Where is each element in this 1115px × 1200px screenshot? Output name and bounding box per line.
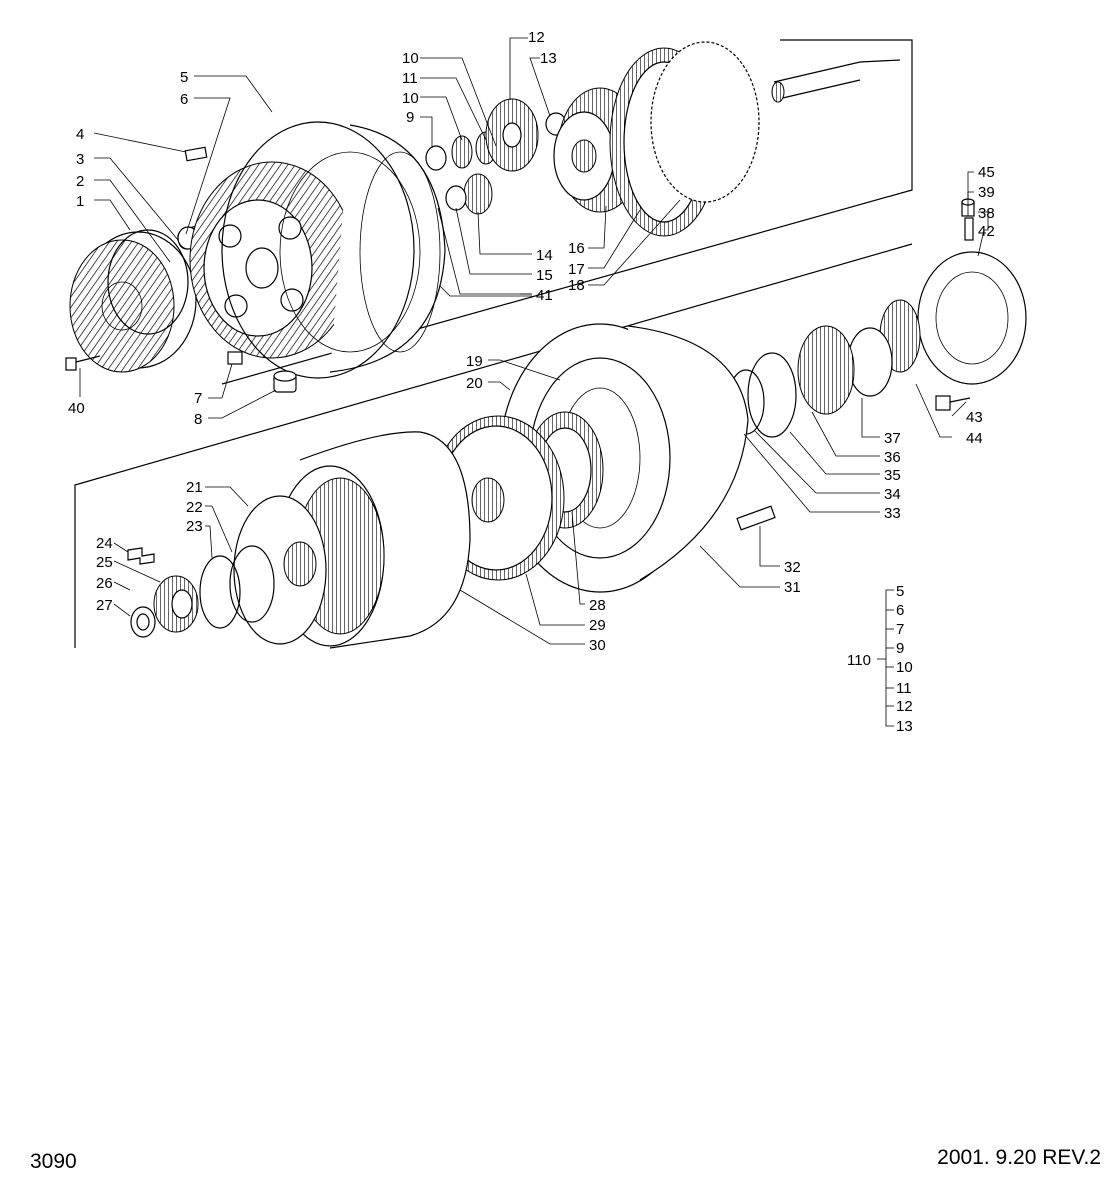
callout-7: 7 <box>194 390 202 407</box>
callout-27: 27 <box>96 597 113 614</box>
part-3-carrier <box>189 161 355 359</box>
callout-39: 39 <box>978 184 995 201</box>
kit-label: 110 <box>847 652 871 669</box>
callout-9: 9 <box>406 109 414 126</box>
callout-26: 26 <box>96 575 113 592</box>
callout-19: 19 <box>466 353 483 370</box>
callout-30: 30 <box>589 637 606 654</box>
part-25-nut <box>153 575 199 633</box>
callout-31: 31 <box>784 579 801 596</box>
part-18-gear-plate <box>650 41 760 203</box>
part-43-bolt <box>935 395 971 411</box>
callout-3: 3 <box>76 151 84 168</box>
part-8-plug <box>273 370 297 393</box>
callout-20: 20 <box>466 375 483 392</box>
callout-4: 4 <box>76 126 84 143</box>
kit-member-13: 13 <box>896 718 913 735</box>
leader-lines <box>79 37 989 645</box>
callout-15: 15 <box>536 267 553 284</box>
part-24-clip <box>127 547 155 565</box>
callout-11: 11 <box>402 70 418 87</box>
callout-1: 1 <box>76 193 84 210</box>
part-9-washer <box>425 145 447 171</box>
part-38-stud <box>964 217 974 241</box>
part-22-ring <box>229 545 275 623</box>
callout-5: 5 <box>180 69 188 86</box>
kit-member-12: 12 <box>896 698 913 715</box>
kit-member-7: 7 <box>896 621 904 638</box>
callout-10a: 10 <box>402 50 419 67</box>
callout-43: 43 <box>966 409 983 426</box>
kit-member-6: 6 <box>896 602 904 619</box>
output-shaft <box>771 59 901 103</box>
part-1-cover <box>69 231 197 373</box>
callout-32: 32 <box>784 559 801 576</box>
part-4-bolt <box>184 146 208 162</box>
lower-section-frame <box>74 243 913 648</box>
part-37-shaft <box>847 299 921 397</box>
callout-23: 23 <box>186 518 203 535</box>
upper-section-frame <box>221 39 913 385</box>
part-7-bolt <box>227 351 243 365</box>
callout-labels: 1234567891010111213141516171819202122232… <box>68 29 995 654</box>
part-40-bolt <box>65 355 101 371</box>
callout-37: 37 <box>884 430 901 447</box>
callout-25: 25 <box>96 554 113 571</box>
callout-12: 12 <box>528 29 545 46</box>
part-36-bearing <box>797 325 855 415</box>
part-5-housing <box>221 121 446 379</box>
part-14-pinion <box>463 173 493 215</box>
callout-18: 18 <box>568 277 585 294</box>
callout-14: 14 <box>536 247 553 264</box>
part-21-flange <box>233 495 327 645</box>
callout-6: 6 <box>180 91 188 108</box>
callout-42: 42 <box>978 223 995 240</box>
part-23-ring <box>199 555 241 629</box>
callout-16: 16 <box>568 240 585 257</box>
kit-bracket <box>877 589 894 727</box>
callout-24: 24 <box>96 535 113 552</box>
page-number: 3090 <box>30 1150 77 1173</box>
callout-8: 8 <box>194 411 202 428</box>
part-32-stud <box>736 505 776 531</box>
callout-2: 2 <box>76 173 84 190</box>
callout-33: 33 <box>884 505 901 522</box>
kit-member-9: 9 <box>896 640 904 657</box>
callout-22: 22 <box>186 499 203 516</box>
callout-17: 17 <box>568 261 585 278</box>
callout-34: 34 <box>884 486 901 503</box>
callout-40: 40 <box>68 400 85 417</box>
kit-member-11: 11 <box>896 680 912 697</box>
callout-29: 29 <box>589 617 606 634</box>
callout-10b: 10 <box>402 90 419 107</box>
callout-44: 44 <box>966 430 983 447</box>
callout-13: 13 <box>540 50 557 67</box>
revision-date: 2001. 9.20 REV.2 <box>937 1146 1101 1169</box>
part-35-ring <box>747 352 797 438</box>
callout-41: 41 <box>536 287 553 304</box>
callout-28: 28 <box>589 597 606 614</box>
callout-21: 21 <box>186 479 203 496</box>
part-27-washer <box>130 606 156 638</box>
callout-36: 36 <box>884 449 901 466</box>
kit-member-10: 10 <box>896 659 913 676</box>
callout-45: 45 <box>978 164 995 181</box>
kit-member-5: 5 <box>896 583 904 600</box>
part-42-wheel-hub <box>917 251 1027 385</box>
part-12-planet-gear <box>485 98 539 172</box>
callout-38: 38 <box>978 205 995 222</box>
callout-35: 35 <box>884 467 901 484</box>
part-2-ring <box>107 229 189 335</box>
part-15-ring <box>445 185 467 211</box>
